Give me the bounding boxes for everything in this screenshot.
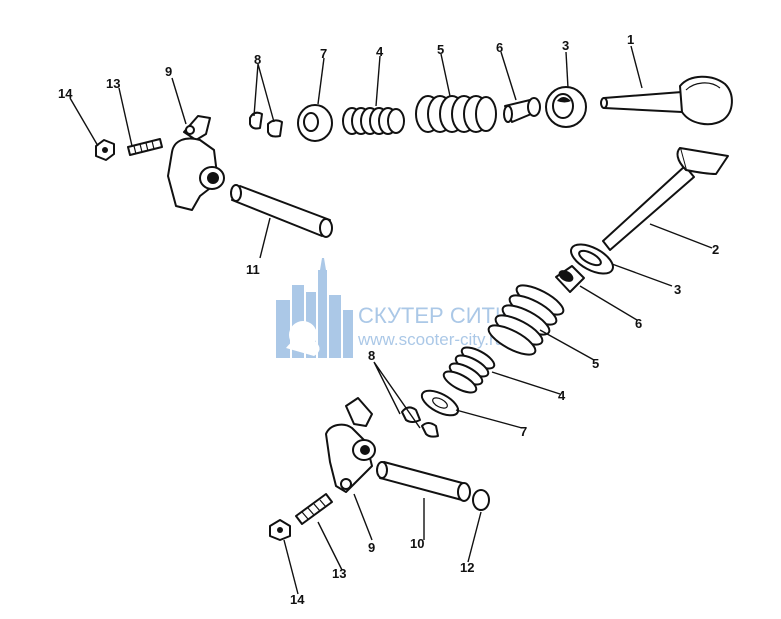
label-13-top: 13 <box>106 76 120 91</box>
part-9-rocker-arm-bottom <box>325 397 376 493</box>
label-12: 12 <box>460 560 474 575</box>
label-8-top: 8 <box>254 52 261 67</box>
watermark-url: www.scooter-city.ru <box>357 330 504 349</box>
leader-lines <box>69 45 713 595</box>
part-3-spring-seat-top <box>545 86 587 128</box>
label-11: 11 <box>246 262 260 277</box>
part-7-retainer-top <box>297 104 333 142</box>
watermark: СКУТЕР СИТИ www.scooter-city.ru <box>276 258 511 358</box>
label-3-top: 3 <box>562 38 569 53</box>
part-1-valve-top <box>600 75 733 126</box>
label-10: 10 <box>410 536 424 551</box>
part-5-outer-spring-top <box>415 95 497 133</box>
label-1-top: 1 <box>627 32 634 47</box>
part-4-inner-spring-top <box>342 107 405 135</box>
label-9-top: 9 <box>165 64 172 79</box>
part-5-outer-spring-diag <box>487 284 565 356</box>
part-12-o-ring <box>472 489 490 511</box>
part-13-adjust-screw-top <box>127 138 163 156</box>
part-11-rocker-shaft <box>230 184 333 238</box>
part-13-adjust-screw-bottom <box>295 493 333 525</box>
label-7-diag: 7 <box>520 424 527 439</box>
label-8-diag: 8 <box>368 348 375 363</box>
watermark-title: СКУТЕР СИТИ <box>358 303 511 328</box>
part-14-locknut-bottom <box>269 519 291 541</box>
label-7-top: 7 <box>320 46 327 61</box>
part-6-stem-seal-diag <box>555 265 585 293</box>
label-6-diag: 6 <box>635 316 642 331</box>
part-3-spring-seat-diag <box>570 243 614 275</box>
label-4-top: 4 <box>376 44 384 59</box>
label-5-diag: 5 <box>592 356 599 371</box>
label-14-top: 14 <box>58 86 73 101</box>
label-6-top: 6 <box>496 40 503 55</box>
label-2: 2 <box>712 242 719 257</box>
part-9-rocker-arm-top <box>167 115 225 211</box>
part-10-rocker-shaft-bottom <box>376 461 471 502</box>
label-9-bottom: 9 <box>368 540 375 555</box>
label-13-bottom: 13 <box>332 566 346 581</box>
label-14-bottom: 14 <box>290 592 305 607</box>
part-8-cotters-diag <box>401 406 439 438</box>
part-6-stem-seal-top <box>503 97 541 123</box>
label-3-diag: 3 <box>674 282 681 297</box>
part-7-retainer-diag <box>420 389 460 417</box>
label-5-top: 5 <box>437 42 444 57</box>
label-4-diag: 4 <box>558 388 566 403</box>
part-2-exhaust-valve <box>602 147 729 251</box>
part-4-inner-spring-diag <box>442 346 496 394</box>
watermark-city-logo <box>276 258 353 358</box>
part-8-cotters-top <box>249 111 283 138</box>
part-14-locknut-top <box>95 139 115 161</box>
part-number-labels: 1 3 6 5 4 7 8 9 13 14 11 2 3 6 5 4 7 8 9… <box>58 32 719 607</box>
